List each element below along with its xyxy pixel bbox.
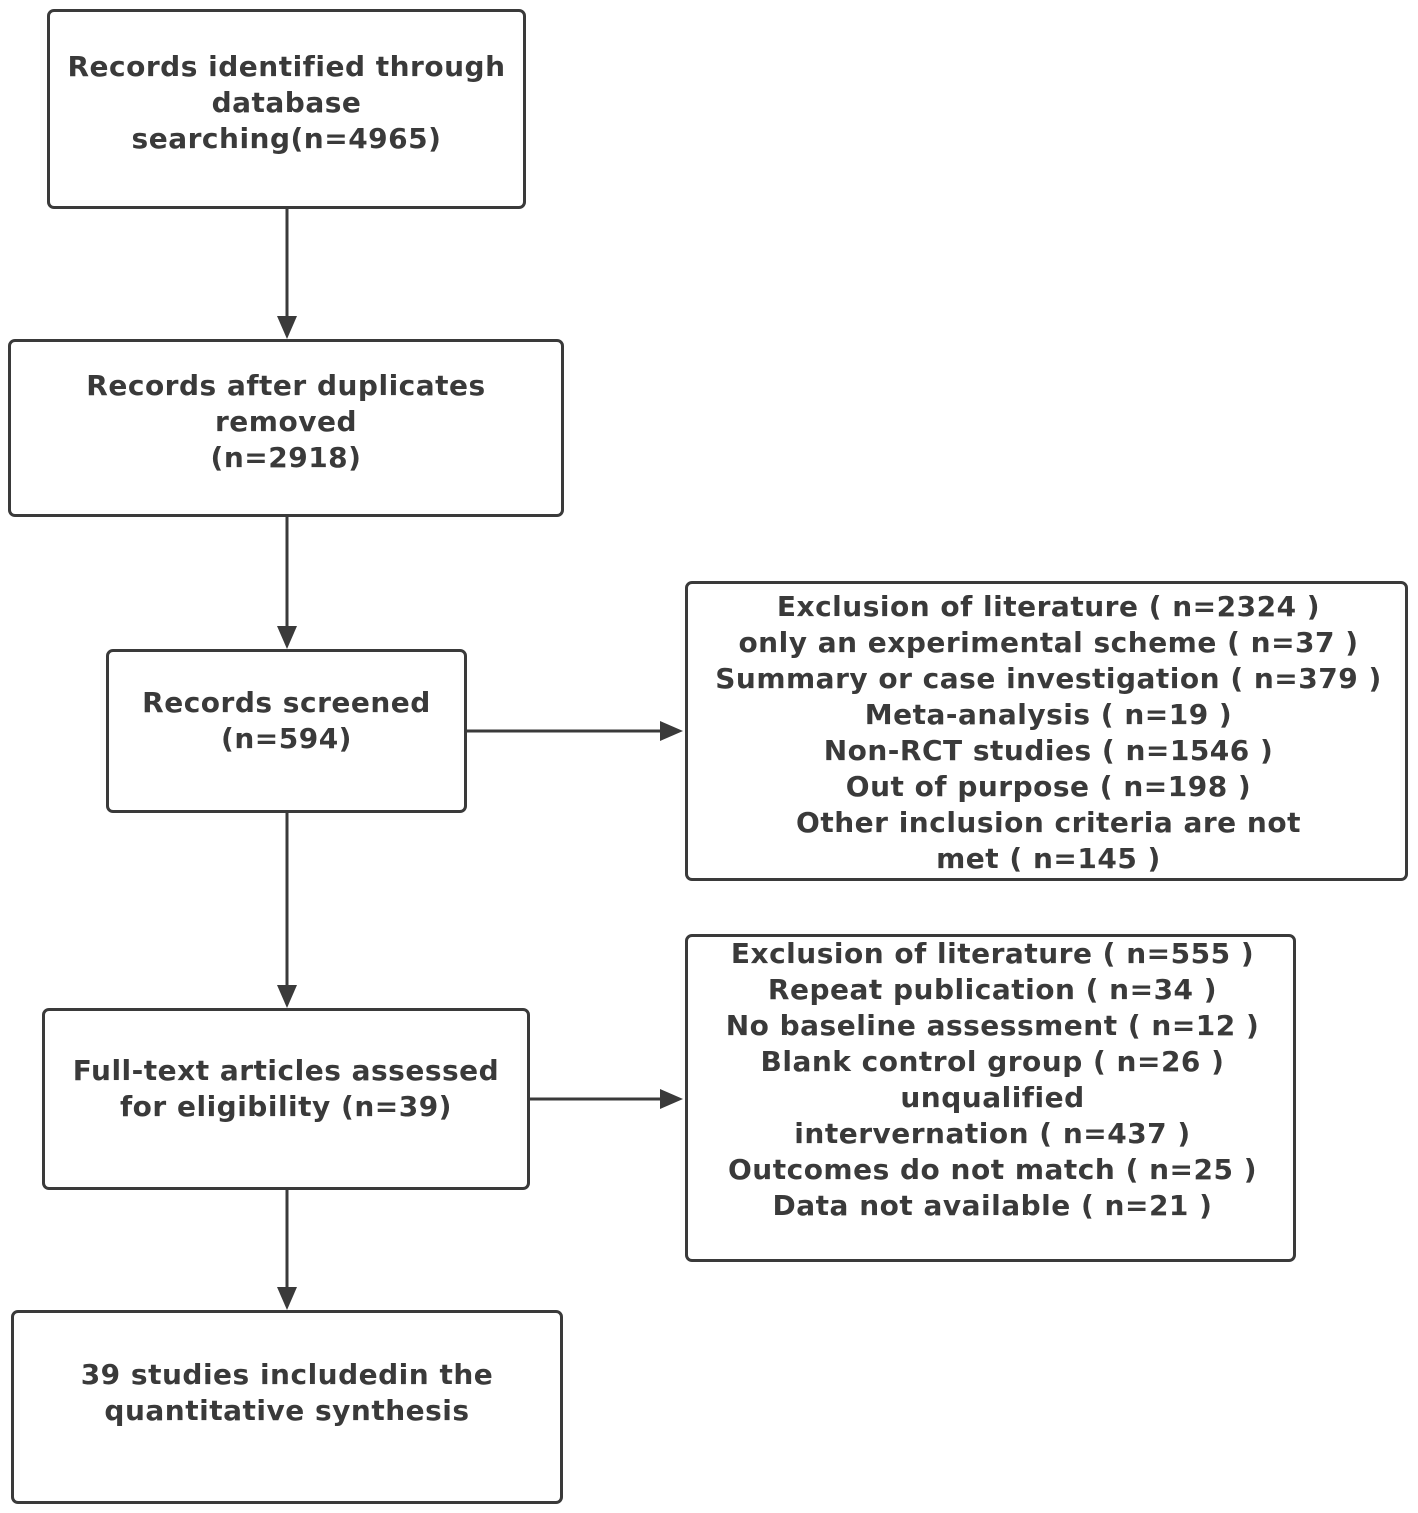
screening-exclusion-line: only an experimental scheme ( n=37 ) <box>738 626 1359 659</box>
screening-exclusion-line: Exclusion of literature ( n=2324 ) <box>776 590 1321 623</box>
full-text-exclusion-line: Data not available ( n=21 ) <box>772 1189 1213 1222</box>
records-after-duplicates-box: Records after duplicates removed (n=2918… <box>8 339 564 517</box>
studies-included-line-2: quantitative synthesis <box>104 1394 470 1427</box>
arrow-screened-to-fulltext <box>277 813 297 1008</box>
records-identified-line-3: searching(n=4965) <box>131 122 442 155</box>
arrow-screened-to-exclusion <box>467 721 683 741</box>
studies-included-line-1: 39 studies includedin the <box>80 1358 494 1391</box>
screening-exclusion-line: met ( n=145 ) <box>936 842 1161 875</box>
full-text-exclusion-line: intervernation ( n=437 ) <box>794 1117 1191 1150</box>
studies-included-box: 39 studies includedin the quantitative s… <box>11 1310 563 1504</box>
records-screened-box: Records screened (n=594) <box>106 649 467 813</box>
records-screened-line-1: Records screened <box>142 686 431 719</box>
full-text-exclusion-line: Repeat publication ( n=34 ) <box>767 973 1218 1006</box>
full-text-assessed-line-1: Full-text articles assessed <box>72 1054 500 1087</box>
screening-exclusion-line: Non-RCT studies ( n=1546 ) <box>823 734 1274 767</box>
arrow-fulltext-to-included <box>277 1190 297 1310</box>
arrow-deduplicated-to-screened <box>277 517 297 649</box>
screening-exclusion-line: Summary or case investigation ( n=379 ) <box>715 662 1382 695</box>
screening-exclusion-line: Out of purpose ( n=198 ) <box>845 770 1252 803</box>
records-identified-line-1: Records identified through <box>67 50 506 83</box>
records-screened-line-2: (n=594) <box>221 722 352 755</box>
screening-exclusion-line: Meta-analysis ( n=19 ) <box>864 698 1233 731</box>
arrow-identified-to-deduplicated <box>277 209 297 339</box>
full-text-exclusion-line: unqualified <box>900 1081 1085 1114</box>
records-after-duplicates-line-3: (n=2918) <box>210 441 362 474</box>
full-text-assessed-line-2: for eligibility (n=39) <box>120 1090 452 1123</box>
records-identified-line-2: database <box>211 86 362 119</box>
records-after-duplicates-line-1: Records after duplicates <box>86 369 486 402</box>
records-after-duplicates-line-2: removed <box>215 405 357 438</box>
full-text-exclusion-line: Exclusion of literature ( n=555 ) <box>730 937 1255 970</box>
screening-exclusion-box: Exclusion of literature ( n=2324 ) only … <box>685 581 1408 881</box>
full-text-exclusion-line: Blank control group ( n=26 ) <box>760 1045 1225 1078</box>
full-text-exclusion-box: Exclusion of literature ( n=555 ) Repeat… <box>685 934 1296 1262</box>
screening-exclusion-line: Other inclusion criteria are not <box>796 806 1301 839</box>
records-identified-box: Records identified through database sear… <box>47 9 526 209</box>
arrow-fulltext-to-exclusion <box>530 1089 683 1109</box>
full-text-exclusion-line: No baseline assessment ( n=12 ) <box>725 1009 1260 1042</box>
full-text-exclusion-line: Outcomes do not match ( n=25 ) <box>727 1153 1258 1186</box>
full-text-assessed-box: Full-text articles assessed for eligibil… <box>42 1008 530 1190</box>
